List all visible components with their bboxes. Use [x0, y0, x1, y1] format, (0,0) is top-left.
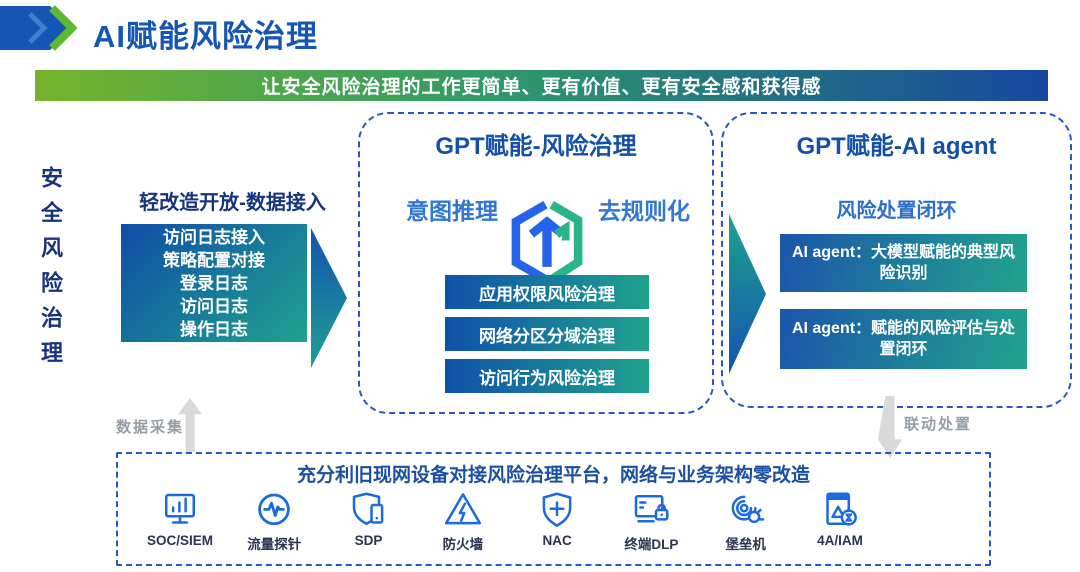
brand-arrow-logo [0, 4, 80, 57]
gpt-governance-panel: GPT赋能-风险治理 意图推理 去规则化 应用权限风险治理 网络分区分域治理 访… [358, 112, 714, 414]
hexagon-arrow-icon [511, 200, 583, 284]
device-endpoint-dlp: 终端DLP [609, 490, 693, 553]
agent-card: AI agent：大模型赋能的典型风险识别 [780, 234, 1027, 292]
device-firewall: 防火墙 [421, 490, 505, 553]
governance-bar: 访问行为风险治理 [445, 359, 649, 393]
gpt-governance-title: GPT赋能-风险治理 [435, 133, 637, 160]
endpoint-dlp-icon [635, 495, 669, 523]
derule-tag: 去规则化 [598, 198, 690, 224]
device-row: SOC/SIEM 流量探针 SDP 防火墙 [138, 490, 882, 553]
device-label: 防火墙 [442, 537, 484, 552]
flow-arrow-right-icon [311, 228, 347, 368]
ingest-items-box: 访问日志接入 策略配置对接 登录日志 访问日志 操作日志 [121, 224, 307, 342]
governance-bar: 网络分区分域治理 [445, 317, 649, 351]
sdp-shield-icon [352, 492, 383, 525]
firewall-icon [444, 493, 481, 525]
governance-bar: 应用权限风险治理 [445, 275, 649, 309]
device-label: SOC/SIEM [146, 533, 213, 548]
device-label: 终端DLP [624, 537, 679, 552]
device-label: 流量探针 [247, 537, 302, 552]
traffic-probe-icon [258, 493, 291, 526]
legacy-devices-panel: 充分利旧现网设备对接风险治理平台，网络与业务架构零改造 SOC/SIEM 流量探… [116, 452, 991, 566]
device-label: 堡垒机 [725, 537, 766, 552]
brand-arrow-icon [0, 5, 78, 51]
gpt-agent-panel: GPT赋能-AI agent 风险处置闭环 AI agent：大模型赋能的典型风… [721, 112, 1072, 408]
data-collect-note: 数据采集 [116, 419, 185, 436]
device-sdp: SDP [327, 490, 411, 553]
ingest-item: 访问日志接入 [163, 227, 265, 247]
ingest-item: 操作日志 [180, 319, 248, 339]
device-nac: NAC [515, 490, 599, 553]
bastion-host-icon [731, 495, 764, 524]
vertical-section-label: 安全风险治理 [38, 166, 63, 376]
device-label: NAC [542, 533, 572, 548]
legacy-devices-heading: 充分利旧现网设备对接风险治理平台，网络与业务架构零改造 [296, 465, 810, 486]
device-label: SDP [354, 533, 383, 548]
value-banner: 让安全风险治理的工作更简单、更有价值、更有安全感和获得感 [35, 70, 1048, 101]
hexagon-arrow-logo [508, 200, 586, 289]
soc-siem-monitor-icon [165, 493, 195, 524]
ingest-heading: 轻改造开放-数据接入 [139, 192, 326, 214]
device-traffic-probe: 流量探针 [232, 490, 316, 553]
risk-loop-subtitle: 风险处置闭环 [836, 200, 957, 222]
nac-shield-icon [542, 492, 572, 527]
device-soc-siem: SOC/SIEM [138, 490, 222, 553]
gpt-agent-title: GPT赋能-AI agent [796, 133, 997, 160]
device-4a-iam: 4A/IAM [798, 490, 882, 553]
ingest-item: 登录日志 [180, 273, 248, 293]
ingest-item: 策略配置对接 [163, 250, 265, 270]
page-title: AI赋能风险治理 [93, 19, 318, 54]
ingest-item: 访问日志 [180, 296, 248, 316]
intent-reasoning-tag: 意图推理 [406, 198, 498, 224]
iam-4a-icon [826, 492, 857, 526]
linked-dispose-note: 联动处置 [904, 416, 973, 433]
device-label: 4A/IAM [817, 533, 863, 548]
agent-card: AI agent：赋能的风险评估与处置闭环 [780, 309, 1027, 369]
device-bastion-host: 堡垒机 [704, 490, 788, 553]
